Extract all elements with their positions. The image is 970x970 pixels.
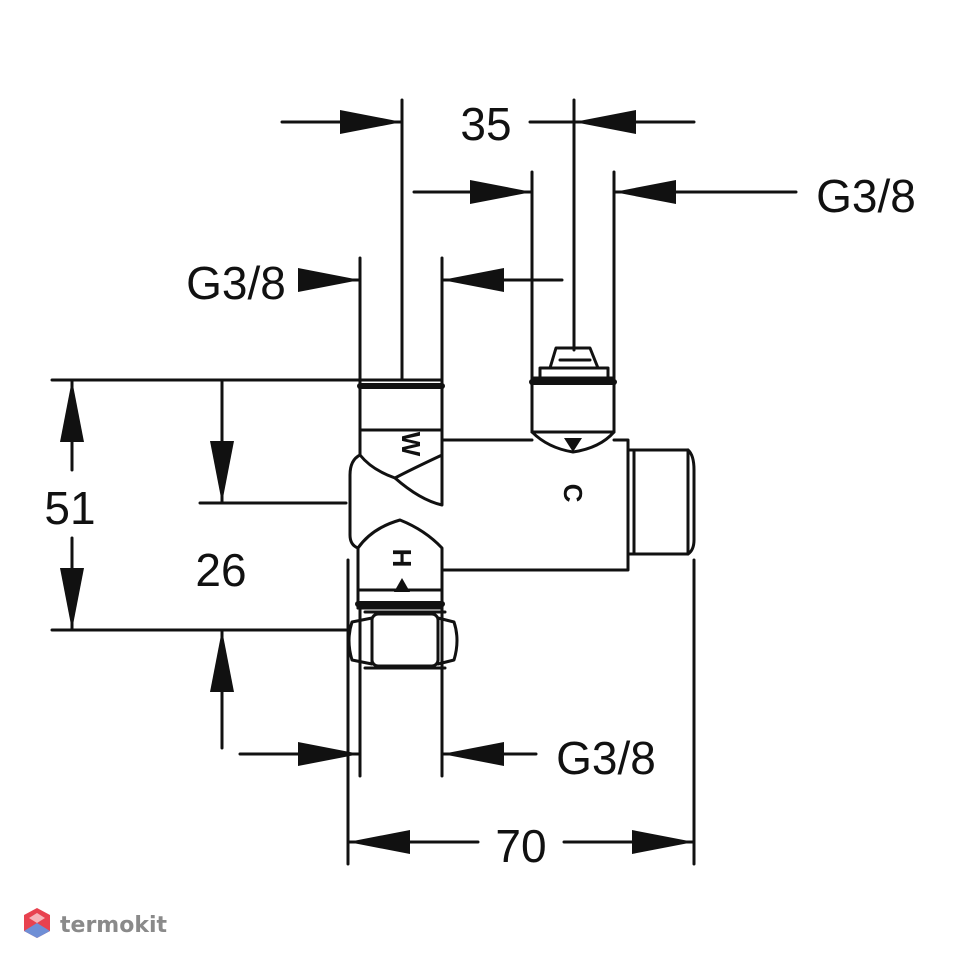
dim-thread-bottom: G3/8 [556,732,656,784]
dim-51: 51 [44,482,95,534]
dim-thread-top-right: G3/8 [816,170,916,222]
port-mark-c: C [558,484,588,503]
hex-nut-right [436,616,459,666]
dim-35: 35 [460,98,511,150]
dim-thread-top-left: G3/8 [186,257,286,309]
port-h-band [356,518,444,610]
cartridge-end [686,448,696,556]
cartridge [626,448,690,556]
dim-26: 26 [195,544,246,596]
dimension-arrowheads [60,110,694,854]
port-c-body [530,376,616,434]
dim-70: 70 [495,820,546,872]
hot-flow-triangle [394,578,410,592]
hex-nut-center [370,612,440,668]
cold-flow-triangle [564,438,582,452]
termokit-logo [24,908,50,938]
port-mark-w: W [396,432,426,457]
dimension-lines [50,98,798,866]
port-mark-h: H [387,549,417,568]
valve-body [347,346,696,670]
watermark-brand: termokit [60,913,167,938]
